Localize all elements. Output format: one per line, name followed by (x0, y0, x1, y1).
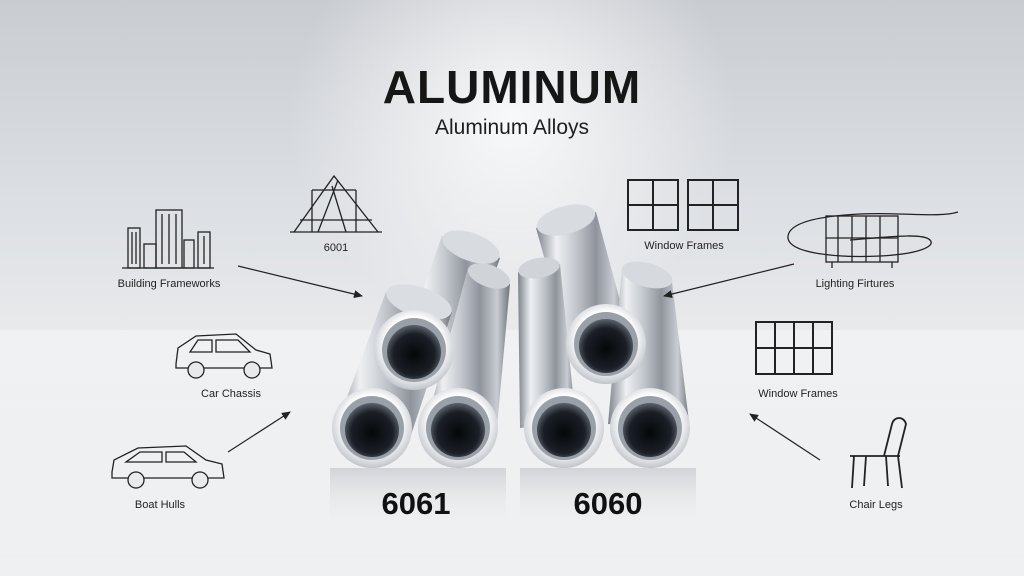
label-window-frames-bottom: Window Frames (758, 388, 838, 400)
page-title: ALUMINUM (382, 61, 642, 113)
pipe-far-end (536, 204, 596, 236)
pipe-reflection-left (330, 468, 506, 538)
pipe-body (518, 264, 576, 428)
pipe-reflection-right (520, 468, 696, 538)
arrow (227, 411, 291, 453)
label-chair-legs: Chair Legs (849, 499, 903, 511)
pipe-far-end (467, 263, 511, 289)
pipe-far-end (621, 261, 673, 289)
alloy-label-6061: 6061 (381, 486, 451, 521)
alloy-label-6060: 6060 (573, 486, 643, 521)
pipe-stack-6061 (332, 230, 511, 468)
arrow (237, 265, 363, 299)
arrow (663, 263, 795, 298)
pipe-end (524, 388, 604, 468)
label-window-frames-top: Window Frames (644, 240, 724, 252)
label-lighting-fixtures: Lighting Firtures (815, 278, 895, 290)
pipe-far-end (442, 230, 500, 264)
car-icon (175, 333, 273, 379)
pipe-end (332, 388, 412, 468)
pipe-stack-6060 (518, 204, 690, 468)
chair-icon (850, 417, 907, 489)
page-subtitle: Aluminum Alloys (434, 116, 590, 139)
house-frame-icon (290, 174, 382, 233)
window-icon (755, 321, 833, 375)
pipe-end (610, 388, 690, 468)
suv-icon (111, 445, 225, 489)
label-building-frameworks: Building Frameworks (117, 278, 221, 290)
label-6001: 6001 (323, 242, 349, 254)
label-boat-hulls: Boat Hulls (134, 499, 186, 511)
lamp-icon (787, 211, 959, 268)
pipe-end (566, 304, 646, 384)
pipe-end (418, 388, 498, 468)
pipe-far-end (386, 284, 452, 320)
window-icon (627, 179, 739, 231)
arrow (749, 413, 821, 461)
label-car-chassis: Car Chassis (201, 388, 261, 400)
building-icon (122, 209, 214, 269)
pipe-far-end (518, 257, 560, 279)
pipe-end (374, 310, 454, 390)
pipe-body (608, 268, 690, 430)
